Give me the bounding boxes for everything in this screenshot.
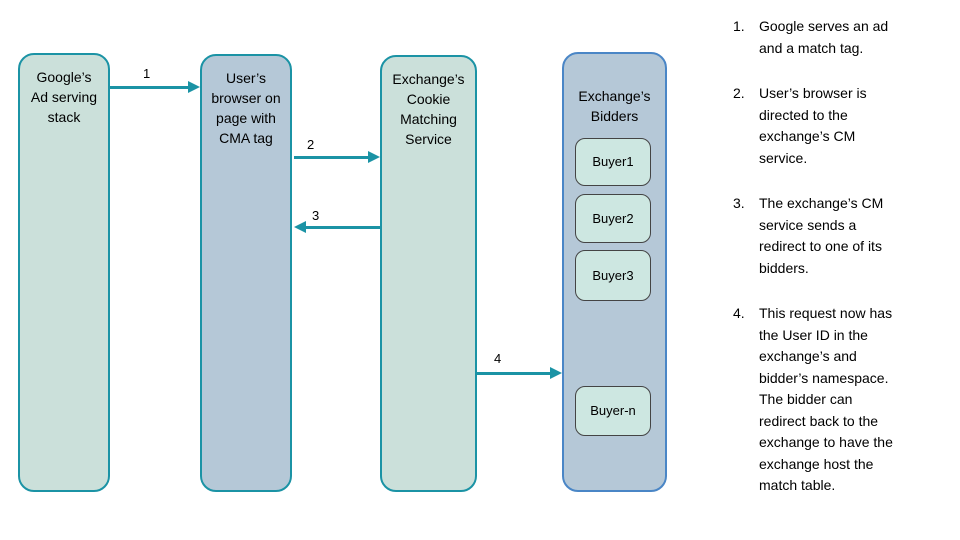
arrow-1-head-icon xyxy=(188,81,200,93)
flow-node-cookie-matching-service: Exchange’s Cookie Matching Service xyxy=(380,55,477,492)
note-number: 2. xyxy=(733,85,745,101)
note-item-2: 2. User’s browser is directed to the exc… xyxy=(733,83,945,169)
note-item-1: 1. Google serves an ad and a match tag. xyxy=(733,16,945,59)
arrow-2-head-icon xyxy=(368,151,380,163)
note-number: 1. xyxy=(733,18,745,34)
arrow-3-label: 3 xyxy=(312,208,320,223)
note-text: The exchange’s CM service sends a redire… xyxy=(759,195,884,276)
arrow-1-label: 1 xyxy=(143,66,151,81)
arrow-4-label: 4 xyxy=(494,351,502,366)
buyer-box-1: Buyer1 xyxy=(575,138,651,186)
flow-node-exchange-bidders: Exchange’s Bidders Buyer1 Buyer2 Buyer3 … xyxy=(562,52,667,492)
exchange-bidders-label: Exchange’s Bidders xyxy=(578,88,651,124)
note-text: This request now has the User ID in the … xyxy=(759,305,893,493)
arrow-4-line xyxy=(477,372,551,375)
arrow-3-head-icon xyxy=(294,221,306,233)
arrow-3-line xyxy=(306,226,380,229)
arrow-2-label: 2 xyxy=(307,137,315,152)
buyer-box-n: Buyer-n xyxy=(575,386,651,436)
arrow-1-line xyxy=(110,86,190,89)
buyer-box-2: Buyer2 xyxy=(575,194,651,243)
arrow-4-head-icon xyxy=(550,367,562,379)
arrow-2-line xyxy=(294,156,369,159)
note-item-4: 4. This request now has the User ID in t… xyxy=(733,303,945,497)
buyer-box-3: Buyer3 xyxy=(575,250,651,301)
step-notes-list: 1. Google serves an ad and a match tag. … xyxy=(733,16,945,521)
note-text: Google serves an ad and a match tag. xyxy=(759,18,889,56)
note-item-3: 3. The exchange’s CM service sends a red… xyxy=(733,193,945,279)
flow-node-user-browser: User’s browser on page with CMA tag xyxy=(200,54,292,492)
flow-node-google-ad-stack: Google’s Ad serving stack xyxy=(18,53,110,492)
note-number: 4. xyxy=(733,305,745,321)
note-number: 3. xyxy=(733,195,745,211)
note-text: User’s browser is directed to the exchan… xyxy=(759,85,867,166)
